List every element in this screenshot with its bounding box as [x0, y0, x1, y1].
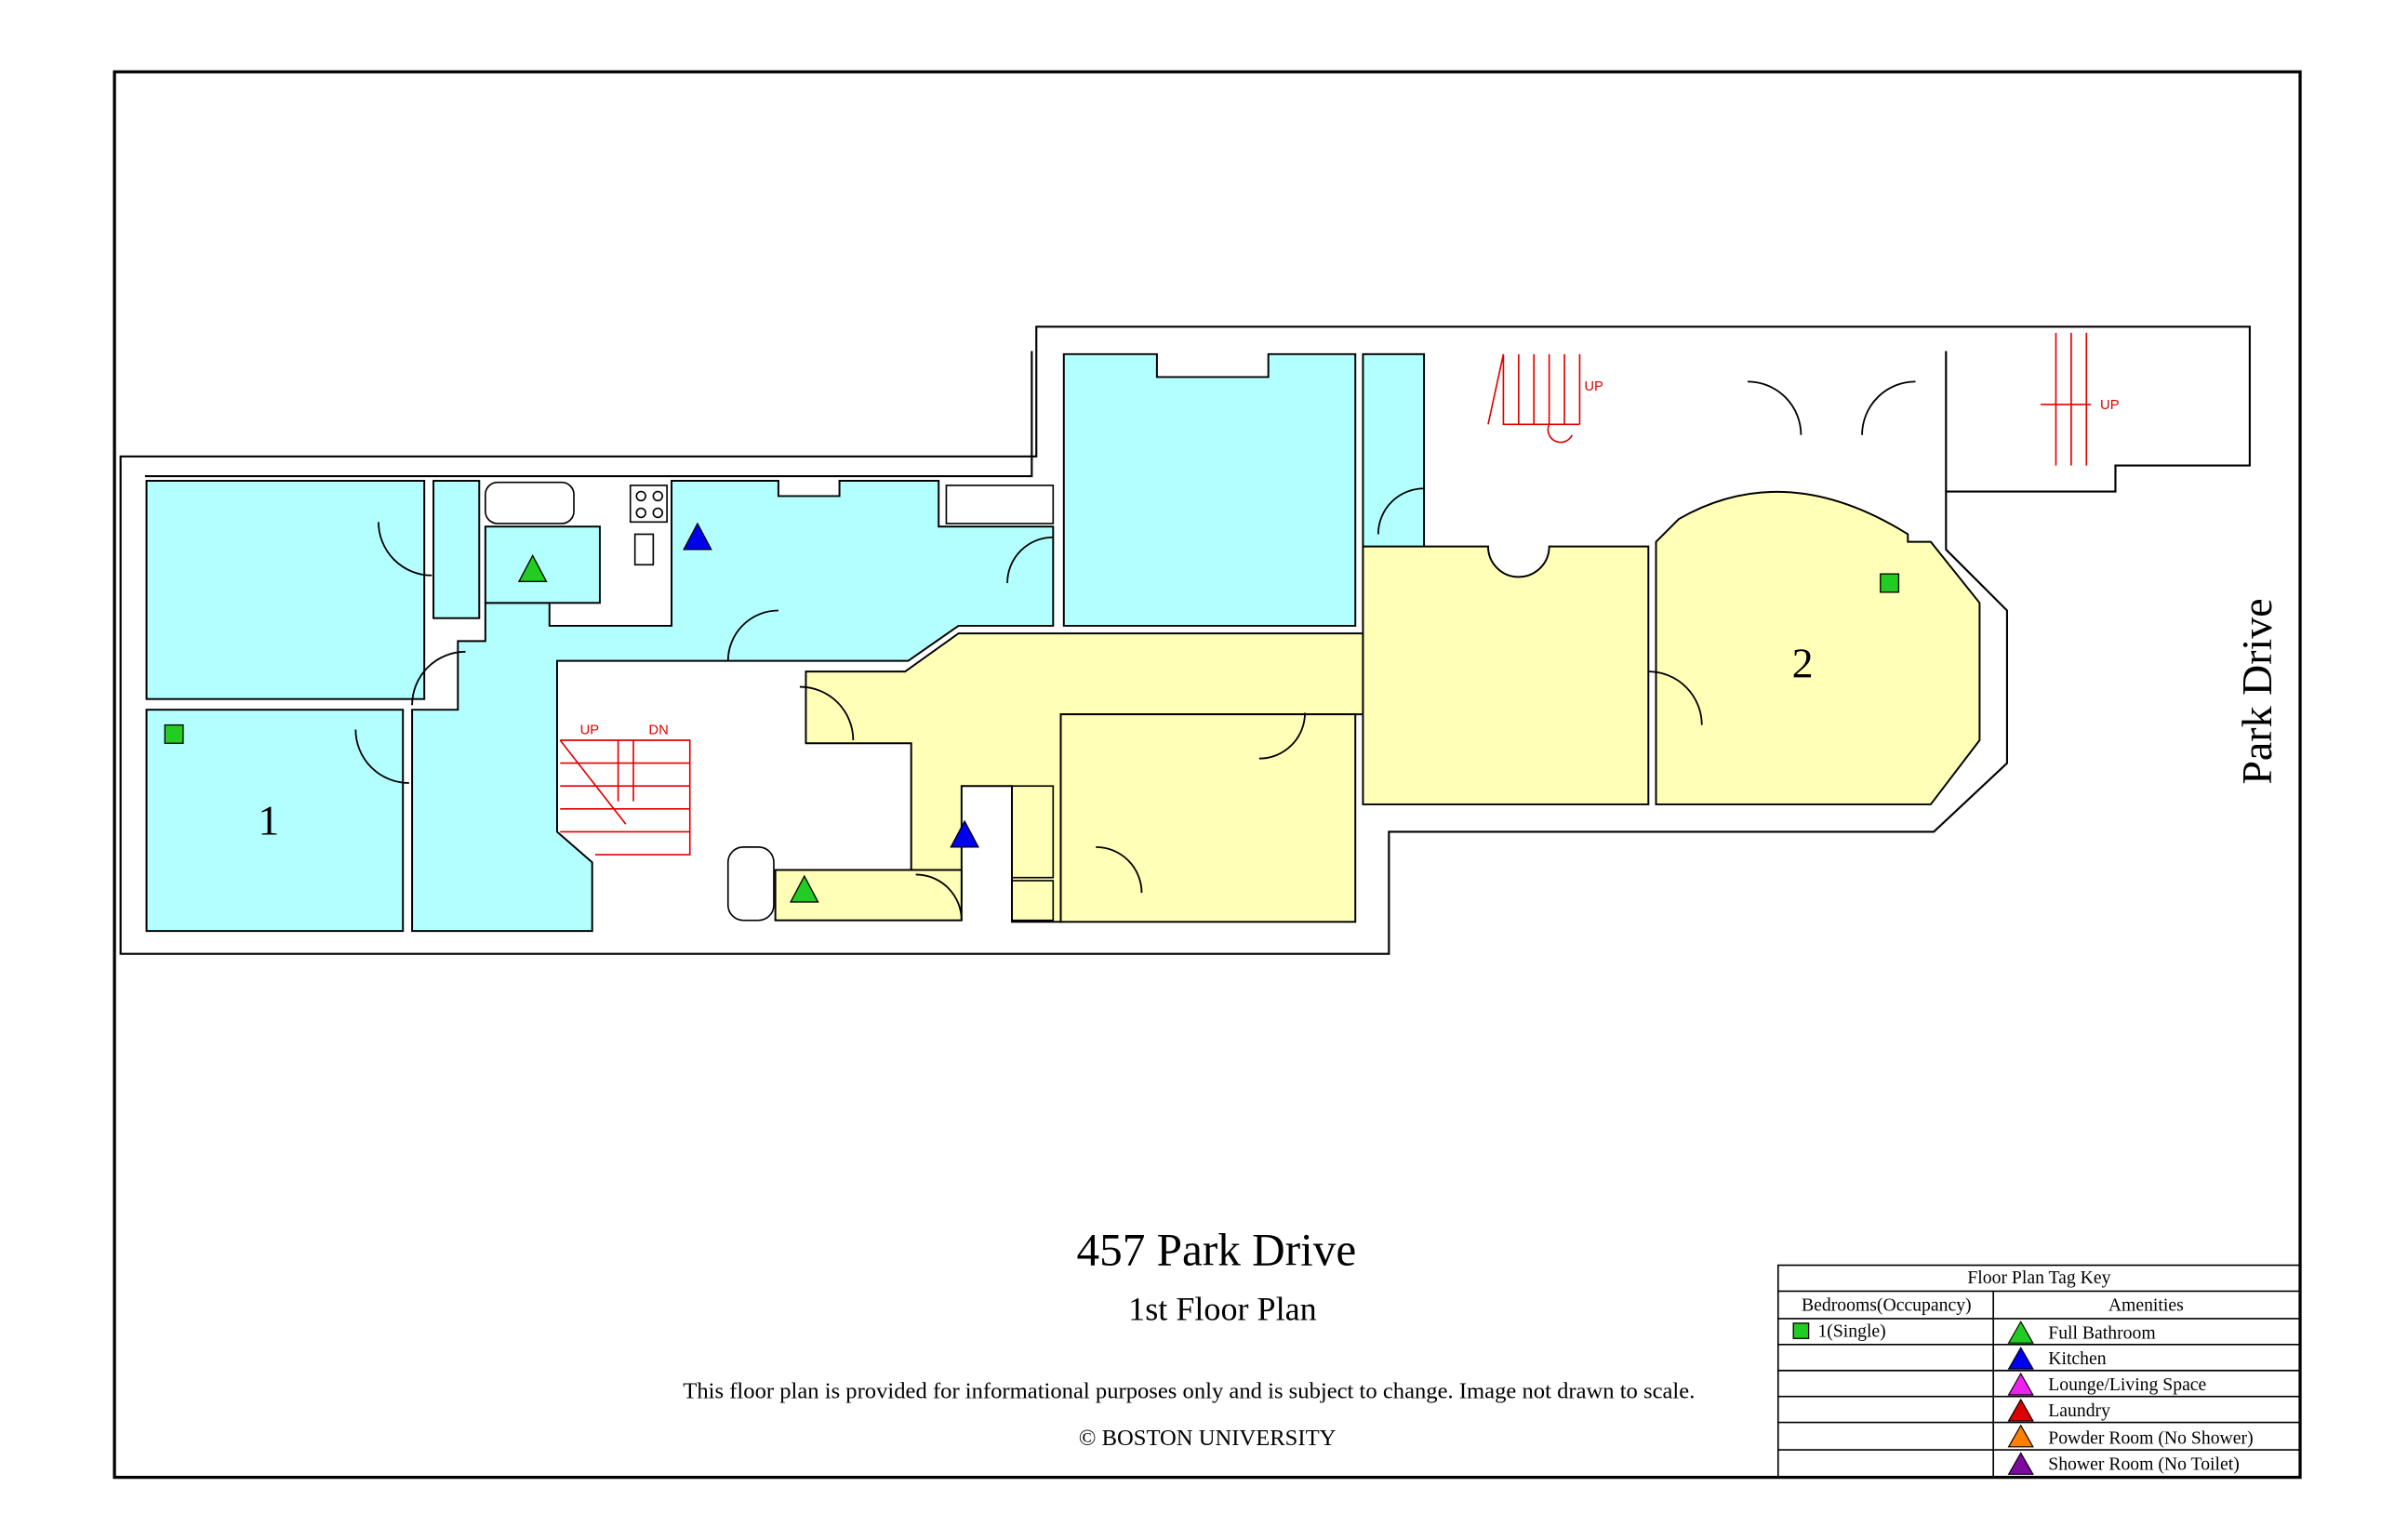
legend-bedrooms-header: Bedrooms(Occupancy)	[1802, 1295, 1972, 1316]
bedroom-2-label: 2	[1792, 640, 1814, 687]
legend-amenity-item: Lounge/Living Space	[2048, 1374, 2206, 1395]
stair-up-label-2: UP	[1584, 379, 1603, 394]
amenity-tags: 1 2	[164, 522, 1900, 903]
plan-subtitle: 1st Floor Plan	[1128, 1291, 1317, 1328]
full-bathroom-tag	[517, 554, 548, 582]
legend-amenity-item: Laundry	[2048, 1401, 2110, 1421]
unit-1-rooms	[145, 352, 1426, 933]
room-living-unit-2	[1362, 545, 1650, 805]
stair-up-label-3: UP	[2100, 398, 2120, 413]
street-label: Park Drive	[2233, 598, 2281, 784]
bedroom-1-label: 1	[258, 797, 279, 844]
room-living-cyan	[1062, 352, 1357, 627]
sheet-border	[113, 70, 2302, 1480]
single-bedroom-tag	[164, 724, 184, 744]
powder-room-key-icon	[2007, 1424, 2034, 1448]
fixtures	[354, 380, 1916, 922]
plan-title: 457 Park Drive	[1077, 1225, 1357, 1276]
room-closet-unit-1	[432, 480, 481, 619]
single-bedroom-key-icon	[1792, 1322, 1810, 1339]
kitchen-tag	[950, 819, 979, 848]
room-bedroom-1	[145, 709, 405, 933]
legend-amenity-item: Shower Room (No Toilet)	[2048, 1454, 2240, 1474]
disclaimer: This floor plan is provided for informat…	[683, 1378, 1695, 1403]
room-bedroom-2	[1655, 490, 1981, 805]
legend-bedroom-item: 1(Single)	[1817, 1321, 1885, 1342]
room-bedroom-northwest	[145, 480, 426, 700]
legend-amenity-item: Powder Room (No Shower)	[2048, 1428, 2253, 1449]
kitchen-key-icon	[2007, 1346, 2034, 1370]
legend-amenity-item: Kitchen	[2048, 1348, 2106, 1369]
legend-table: Floor Plan Tag Key Bedrooms(Occupancy) A…	[1776, 1264, 2301, 1479]
full-bathroom-tag	[789, 874, 819, 903]
stair-dn-label: DN	[648, 723, 668, 737]
legend-amenity-item: Full Bathroom	[2048, 1322, 2155, 1343]
legend-amenities-header: Amenities	[2108, 1295, 2184, 1316]
laundry-key-icon	[2007, 1398, 2034, 1422]
kitchen-tag	[683, 522, 712, 551]
legend-title: Floor Plan Tag Key	[1967, 1268, 2110, 1288]
lounge-key-icon	[2007, 1372, 2034, 1396]
full-bathroom-key-icon	[2007, 1321, 2034, 1344]
room-hallway-unit-2	[805, 632, 1364, 923]
room-bathroom-unit-1	[484, 525, 601, 604]
shower-room-key-icon	[2007, 1452, 2034, 1475]
unit-2-rooms	[774, 490, 1981, 923]
copyright: © BOSTON UNIVERSITY	[1079, 1426, 1337, 1451]
stairs: UP DN UP UP	[559, 332, 2120, 856]
single-bedroom-tag	[1880, 573, 1900, 593]
room-bedroom-south	[1059, 713, 1357, 923]
stair-up-label: UP	[580, 723, 600, 737]
building-outline	[119, 325, 2251, 955]
